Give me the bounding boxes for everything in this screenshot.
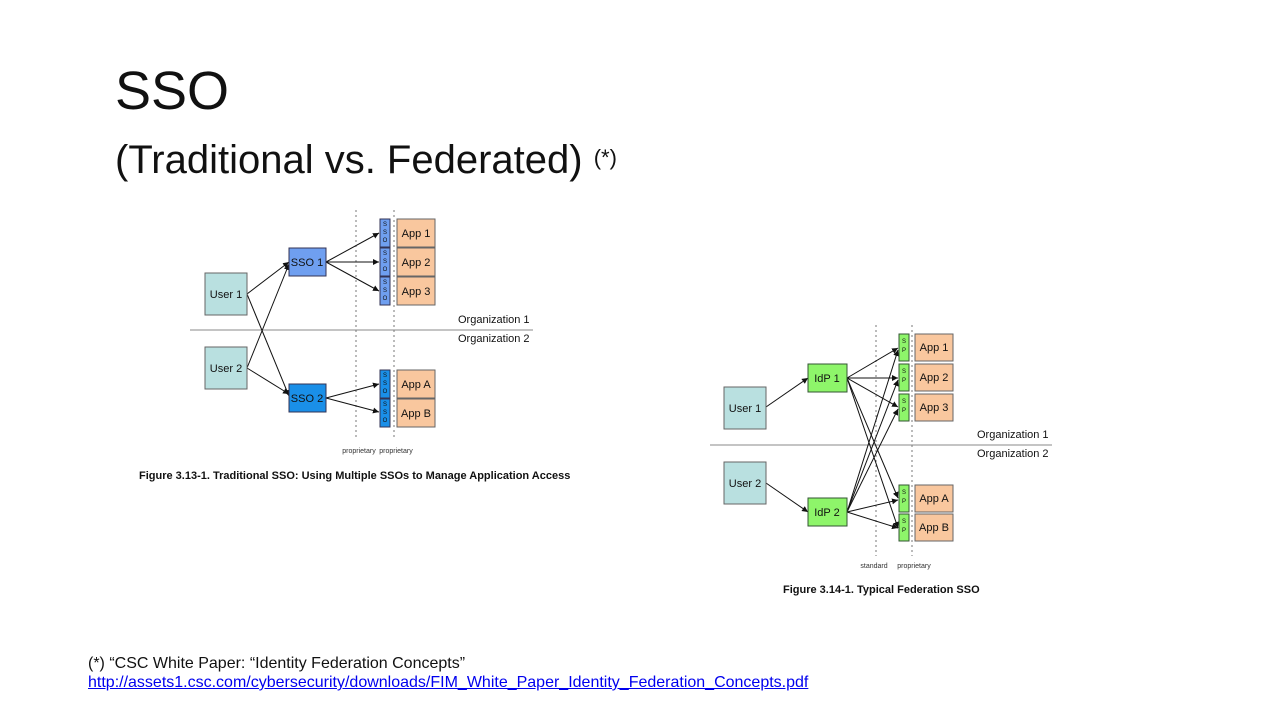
svg-text:S: S (383, 410, 387, 416)
app-a-label: App A (401, 379, 431, 391)
svg-text:S: S (383, 280, 387, 286)
app-b-label: App B (401, 408, 431, 420)
svg-text:P: P (902, 378, 906, 384)
sso-agent-appA: S S O (379, 369, 391, 399)
sso-1-box (288, 247, 327, 277)
user-1-box (204, 272, 248, 316)
app-2-box (914, 363, 954, 392)
svg-text:P: P (902, 528, 906, 534)
app-a-label: App A (919, 493, 949, 505)
figure-caption: Figure 3.14-1. Typical Federation SSO (783, 584, 980, 596)
svg-text:S: S (383, 373, 387, 379)
app-b-box (396, 398, 436, 428)
protocol-label-right: proprietary (379, 448, 413, 455)
app-2-box (396, 247, 436, 277)
app-3-label: App 3 (920, 402, 949, 414)
svg-text:P: P (902, 408, 906, 414)
federation-sso-diagram: User 1 User 2 IdP 1 IdP 2 S P S P S P S … (710, 325, 1052, 596)
traditional-sso-diagram: User 1 User 2 SSO 1 SSO 2 S S O S S O S … (139, 210, 570, 482)
org-1-label: Organization 1 (458, 314, 530, 326)
idp-2-label: IdP 2 (814, 507, 840, 519)
app-1-label: App 1 (402, 228, 431, 240)
sso-2-label: SSO 2 (291, 393, 323, 405)
idp-1-label: IdP 1 (814, 373, 840, 385)
protocol-label-right: proprietary (897, 563, 931, 570)
svg-text:O: O (383, 296, 388, 302)
sp-agent-appA: S P (898, 484, 910, 513)
connections (765, 347, 900, 530)
sp-agent-app1: S P (898, 333, 910, 362)
org-2-label: Organization 2 (977, 448, 1049, 460)
connections (246, 232, 380, 414)
subtitle-footnote-mark: (*) (593, 145, 617, 170)
app-b-label: App B (919, 522, 949, 534)
app-2-label: App 2 (402, 257, 431, 269)
protocol-label-left: proprietary (342, 448, 376, 455)
app-b-box (914, 513, 954, 542)
sso-2-box (288, 383, 327, 413)
user-2-box (723, 461, 767, 505)
app-a-box (396, 369, 436, 399)
app-2-label: App 2 (920, 372, 949, 384)
footnote-text: (*) “CSC White Paper: “Identity Federati… (88, 655, 466, 672)
svg-text:P: P (902, 348, 906, 354)
svg-text:S: S (383, 381, 387, 387)
user-2-label: User 2 (729, 478, 761, 490)
svg-text:S: S (902, 339, 906, 345)
svg-text:O: O (383, 238, 388, 244)
org-2-label: Organization 2 (458, 333, 530, 345)
svg-text:O: O (383, 389, 388, 395)
protocol-label-left: standard (860, 563, 887, 570)
idp-1-box (807, 363, 848, 393)
svg-text:S: S (383, 251, 387, 257)
user-1-box (723, 386, 767, 430)
app-1-box (396, 218, 436, 248)
svg-text:S: S (902, 490, 906, 496)
sso-agent-app3: S S O (379, 276, 391, 306)
sp-agent-app2: S P (898, 363, 910, 392)
sso-agent-app1: S S O (379, 218, 391, 248)
svg-text:O: O (383, 267, 388, 273)
user-2-box (204, 346, 248, 390)
svg-text:S: S (383, 230, 387, 236)
slide-subtitle: (Traditional vs. Federated) (*) (115, 136, 617, 184)
footnote-link[interactable]: http://assets1.csc.com/cybersecurity/dow… (88, 674, 809, 691)
sso-agent-appB: S S O (379, 398, 391, 428)
sp-agent-appB: S P (898, 513, 910, 542)
sp-agent-app3: S P (898, 393, 910, 422)
app-1-box (914, 333, 954, 362)
user-2-label: User 2 (210, 363, 242, 375)
user-1-label: User 1 (729, 403, 761, 415)
subtitle-text: (Traditional vs. Federated) (115, 138, 583, 182)
app-3-box (914, 393, 954, 422)
svg-text:S: S (383, 288, 387, 294)
slide-title: SSO (115, 61, 230, 121)
idp-2-box (807, 497, 848, 527)
svg-text:S: S (383, 222, 387, 228)
app-a-box (914, 484, 954, 513)
svg-text:S: S (383, 402, 387, 408)
svg-text:P: P (902, 499, 906, 505)
user-1-label: User 1 (210, 289, 242, 301)
svg-text:S: S (902, 369, 906, 375)
figure-caption: Figure 3.13-1. Traditional SSO: Using Mu… (139, 470, 570, 482)
svg-text:S: S (902, 399, 906, 405)
app-3-label: App 3 (402, 286, 431, 298)
org-1-label: Organization 1 (977, 429, 1049, 441)
app-3-box (396, 276, 436, 306)
svg-text:S: S (383, 259, 387, 265)
svg-text:S: S (902, 519, 906, 525)
sso-1-label: SSO 1 (291, 257, 323, 269)
footnote: (*) “CSC White Paper: “Identity Federati… (88, 654, 808, 692)
sso-agent-app2: S S O (379, 247, 391, 277)
svg-text:O: O (383, 418, 388, 424)
app-1-label: App 1 (920, 342, 949, 354)
